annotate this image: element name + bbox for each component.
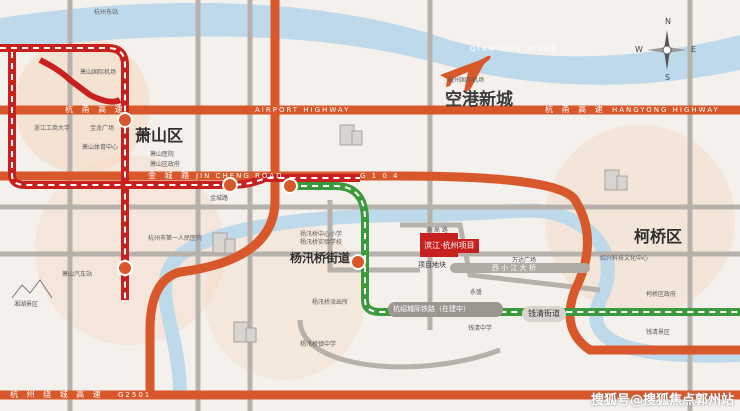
compass-w: W	[635, 45, 643, 54]
airport-highway-en: AIRPORT HIGHWAY	[255, 106, 351, 114]
airplane-icon	[440, 55, 491, 92]
jincheng-road-cn: 金 城 路	[148, 171, 193, 180]
yuxiao-road-label: 渝 高 路	[426, 227, 448, 234]
poi-label: 杨汛桥镇中学	[300, 341, 337, 348]
poi-label: 萧山汽车站	[62, 271, 93, 278]
hangyong-highway-cn-left: 杭 甬 高 速	[65, 105, 126, 114]
compass-s: S	[665, 73, 671, 82]
intercity-label-band	[388, 302, 503, 317]
station-marker	[222, 177, 238, 193]
qianqing-street-label: 钱清街道	[522, 306, 566, 322]
building-icons	[212, 124, 628, 343]
station-marker	[117, 260, 133, 276]
compass-rose: N E S W	[635, 18, 696, 82]
mountain-icon	[11, 279, 53, 299]
poi-label: 萧山医院	[150, 151, 175, 158]
poi-label: 浙江工商大学	[34, 125, 71, 132]
poi-label: 杭州东站	[94, 9, 119, 16]
poi-label: 钱清中学	[468, 325, 493, 332]
xiaojiang-bridge-label: 西 小 江 大 桥	[492, 264, 536, 272]
project-label: 项目地块	[418, 261, 446, 269]
qiantang-river-label: QIANTANG RIVER	[470, 45, 559, 53]
yangxunqiao-street-label: 杨汛桥街道	[290, 251, 351, 265]
poi-label: 永盛	[470, 289, 483, 296]
compass-icon	[647, 30, 687, 70]
xiaojiang-river	[158, 203, 740, 396]
poi-label: 萧山体育中心	[82, 144, 119, 151]
compass-n: N	[665, 17, 671, 26]
halo-xiaoshan-south	[35, 155, 225, 345]
qiantang-river	[0, 2, 740, 85]
project-badge[interactable]: 滨江·杭州项目	[420, 239, 479, 253]
station-marker	[282, 178, 298, 194]
poi-label: 金城路	[210, 195, 229, 202]
xiaoshan-district-label: 萧山区	[135, 126, 184, 145]
poi-label: 杭州国际机场	[448, 77, 485, 84]
watermark: 搜狐号@搜狐焦点郭州站	[590, 393, 734, 408]
poi-label: 杨汛桥中心小学	[300, 231, 343, 238]
poi-label: 宝龙广场	[90, 125, 115, 132]
halo-xiaoshan-north	[14, 37, 150, 173]
station-marker	[117, 112, 133, 128]
hangyong-highway-cn-right: 杭 甬 高 速	[545, 105, 606, 114]
hangzhou-ring-bottom-label: 杭 州 绕 城 高 速	[10, 390, 104, 399]
intercity-railway-label: 杭绍城际铁路（在建中）	[393, 305, 470, 313]
station-marker	[350, 254, 366, 270]
jincheng-road-en: JIN CHENG ROAD	[196, 172, 284, 180]
poi-label: 钱清景区	[646, 329, 671, 336]
poi-label: 杭州市第一人民医院	[148, 235, 203, 242]
poi-label: 萧山区政府	[150, 161, 181, 168]
poi-label: 绍兴科技文化中心	[600, 255, 649, 262]
airport-city-label: 空港新城	[445, 90, 513, 110]
g2501-bottom-label: G2501	[118, 391, 152, 399]
poi-label: 萧山国际机场	[80, 69, 117, 76]
hangyong-highway-en: HANGYONG HIGHWAY	[612, 106, 720, 114]
g104-label: G 1 0 4	[360, 172, 400, 180]
poi-label: 柯桥区政府	[646, 291, 677, 298]
poi-label: 万达广场	[512, 257, 537, 264]
poi-label: 杨汛桥派出所	[312, 299, 349, 306]
metro-stations	[117, 112, 366, 276]
compass-e: E	[691, 45, 697, 54]
xiaojiang-bridge-band	[450, 263, 590, 273]
keqiao-district-label: 柯桥区	[634, 227, 683, 246]
poi-label: 杨汛桥实验学校	[300, 239, 343, 246]
poi-label: 湘湖景区	[14, 301, 39, 308]
metro-lines	[0, 44, 360, 300]
